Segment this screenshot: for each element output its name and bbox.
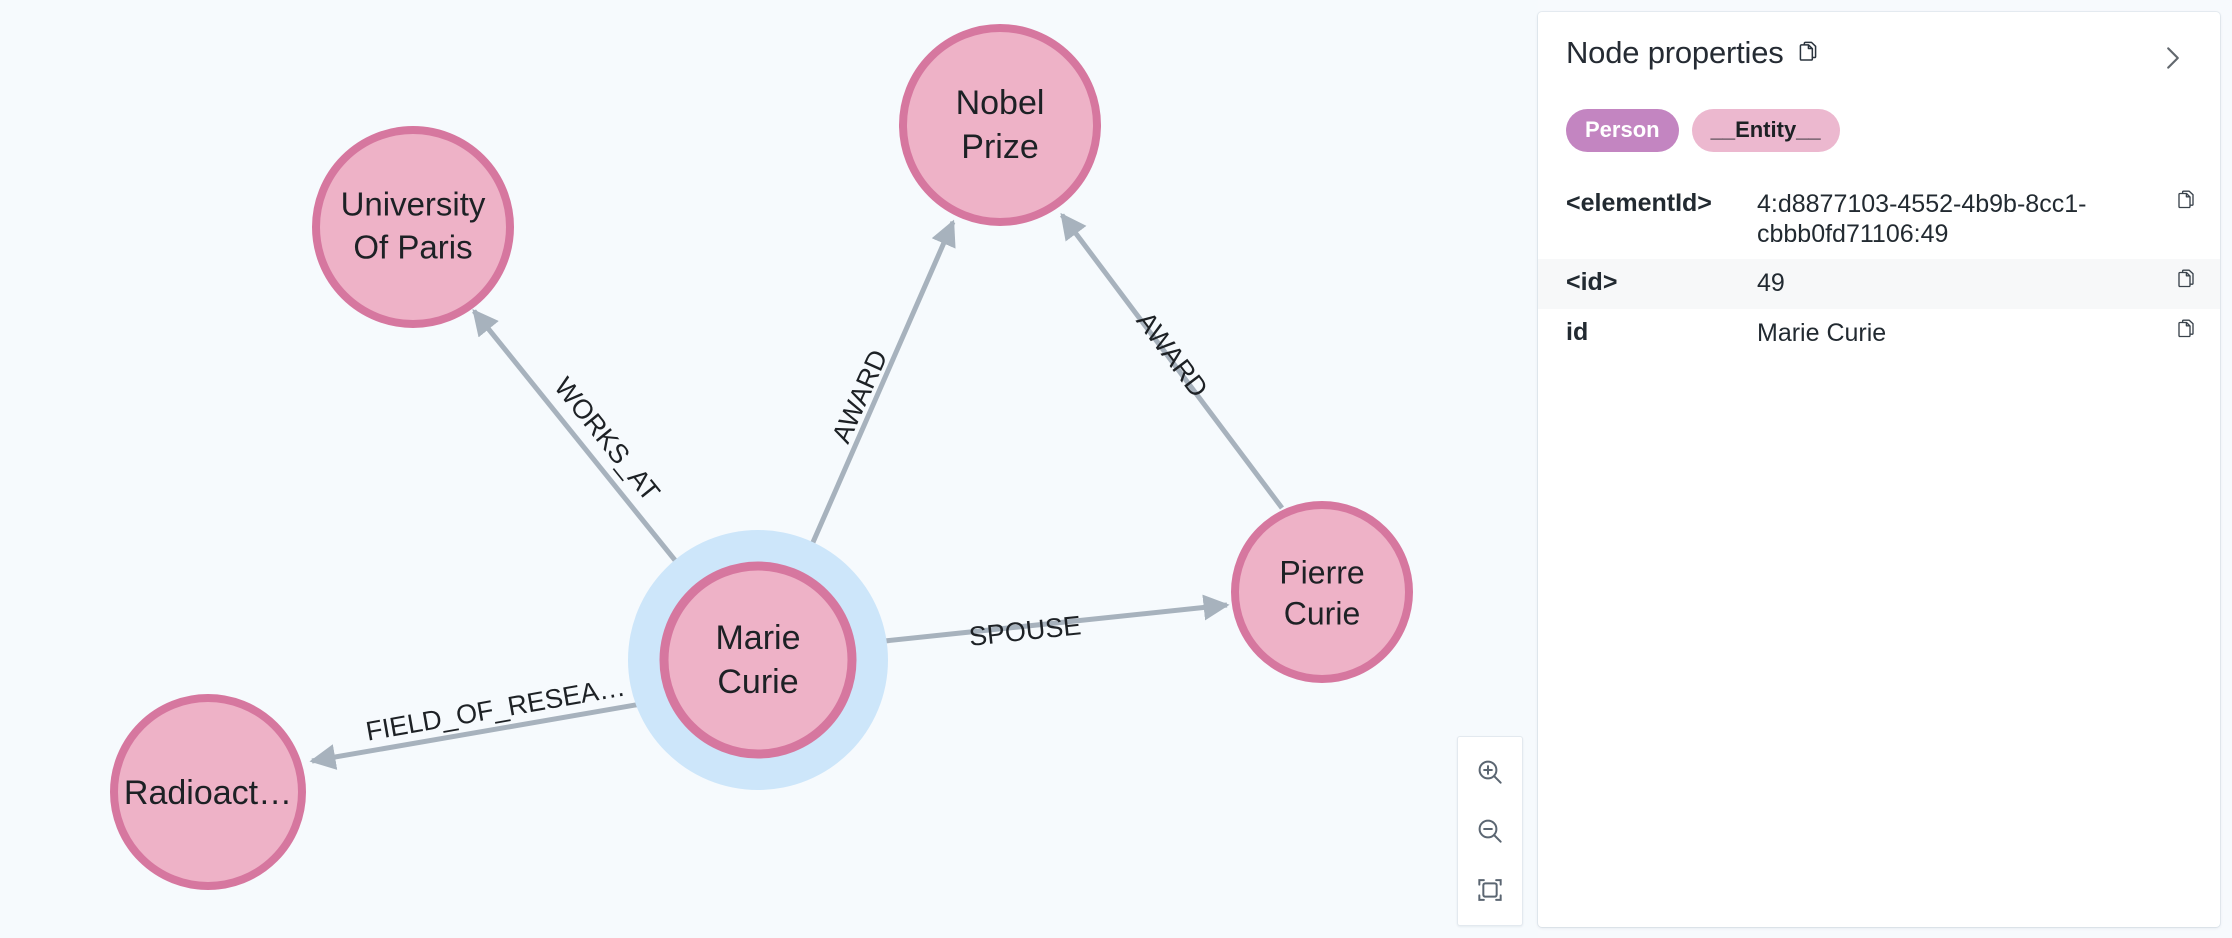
graph-canvas[interactable]: WORKS_AT AWARD AWARD SPOUSE FIELD_OF_RES…	[0, 0, 1538, 938]
node-label-pill-person[interactable]: Person	[1566, 109, 1679, 152]
property-key: id	[1566, 317, 1589, 346]
node-labels: Person __Entity__	[1538, 83, 2220, 152]
rel-label-award-pierre: AWARD	[1131, 306, 1214, 403]
zoom-in-button[interactable]	[1467, 749, 1513, 795]
node-label-pill-entity[interactable]: __Entity__	[1691, 109, 1840, 152]
page-title: Node properties	[1566, 35, 1784, 70]
copy-icon[interactable]	[2174, 268, 2198, 299]
copy-icon[interactable]	[2174, 318, 2198, 349]
copy-icon[interactable]	[2174, 189, 2198, 220]
zoom-out-icon	[1474, 815, 1506, 847]
node-label-line2: Of Paris	[353, 229, 472, 266]
panel-header: Node properties	[1538, 12, 2220, 83]
node-label-line1: University	[341, 186, 486, 223]
edge-field-of-research[interactable]	[309, 697, 665, 770]
graph-node-pierre-curie[interactable]: Pierre Curie	[1231, 501, 1413, 683]
panel-title-wrap: Node properties	[1566, 35, 1821, 70]
graph-edges	[309, 212, 1284, 770]
graph-node-marie-curie[interactable]: Marie Curie	[628, 530, 888, 790]
collapse-panel-button[interactable]	[2152, 36, 2194, 83]
node-label-line1: Marie	[715, 619, 800, 657]
property-copy-cell	[2140, 180, 2220, 259]
property-copy-cell	[2140, 259, 2220, 309]
edge-award-marie[interactable]	[797, 219, 956, 574]
property-value: 4:d8877103-4552-4b9b-8cc1-cbbb0fd71106:4…	[1757, 189, 2087, 248]
node-circle[interactable]	[899, 24, 1101, 226]
node-label-line1: Pierre	[1279, 554, 1364, 590]
node-label-line1: Nobel	[956, 84, 1045, 122]
table-row[interactable]: <elementId> 4:d8877103-4552-4b9b-8cc1-cb…	[1538, 180, 2220, 259]
zoom-out-button[interactable]	[1467, 808, 1513, 854]
node-label-line2: Curie	[717, 663, 798, 701]
table-row[interactable]: id Marie Curie	[1538, 309, 2220, 359]
property-key: <elementId>	[1566, 188, 1712, 217]
graph-node-nobel-prize[interactable]: Nobel Prize	[899, 24, 1101, 226]
table-row[interactable]: <id> 49	[1538, 258, 2220, 309]
rel-label-spouse: SPOUSE	[968, 610, 1083, 652]
node-circle[interactable]	[659, 561, 857, 759]
graph-nodes: University Of Paris Nobel Prize Marie Cu…	[110, 24, 1413, 890]
zoom-in-icon	[1474, 756, 1506, 788]
node-properties-panel: Node properties Person _	[1538, 12, 2220, 927]
fit-to-screen-icon	[1474, 874, 1506, 906]
zoom-controls	[1457, 736, 1523, 926]
edge-spouse[interactable]	[855, 594, 1230, 647]
edge-award-pierre[interactable]	[1060, 212, 1284, 510]
node-circle[interactable]	[1231, 501, 1413, 683]
property-key: <id>	[1566, 267, 1618, 296]
fit-to-screen-button[interactable]	[1467, 867, 1513, 913]
node-label-line1: Radioact…	[124, 774, 292, 812]
node-circle[interactable]	[110, 694, 306, 890]
property-value: 49	[1757, 268, 1785, 297]
graph-node-university-of-paris[interactable]: University Of Paris	[312, 126, 514, 328]
node-properties-table: <elementId> 4:d8877103-4552-4b9b-8cc1-cb…	[1538, 180, 2220, 359]
copy-all-properties-icon[interactable]	[1795, 40, 1821, 66]
rel-label-works-at: WORKS_AT	[548, 372, 665, 507]
property-value: Marie Curie	[1757, 318, 1887, 347]
edge-works-at[interactable]	[472, 308, 697, 587]
node-label-line2: Curie	[1284, 595, 1360, 631]
node-circle[interactable]	[312, 126, 514, 328]
graph-node-radioactivity[interactable]: Radioact…	[110, 694, 306, 890]
rel-label-award-marie: AWARD	[826, 345, 893, 447]
property-copy-cell	[2140, 309, 2220, 359]
rel-label-field-of-research: FIELD_OF_RESEA…	[364, 672, 628, 747]
chevron-right-icon	[2158, 40, 2188, 79]
node-label-line2: Prize	[961, 128, 1038, 166]
